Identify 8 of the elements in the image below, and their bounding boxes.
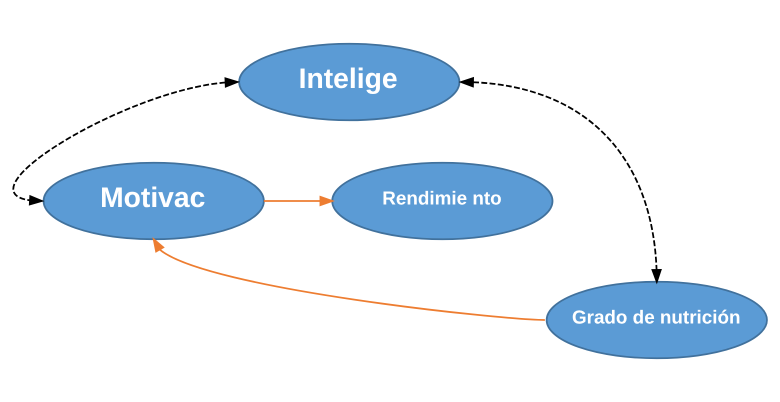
arrow (12, 77, 240, 206)
arrow (264, 196, 335, 206)
arrow (458, 76, 662, 284)
node-ellipse: Grado de nutrición (546, 280, 768, 360)
node-ellipse: Motivac (42, 162, 265, 240)
node-ellipse: Rendimie nto (331, 162, 554, 240)
node-ellipse: Intelige (238, 42, 460, 122)
arrow (152, 236, 545, 321)
